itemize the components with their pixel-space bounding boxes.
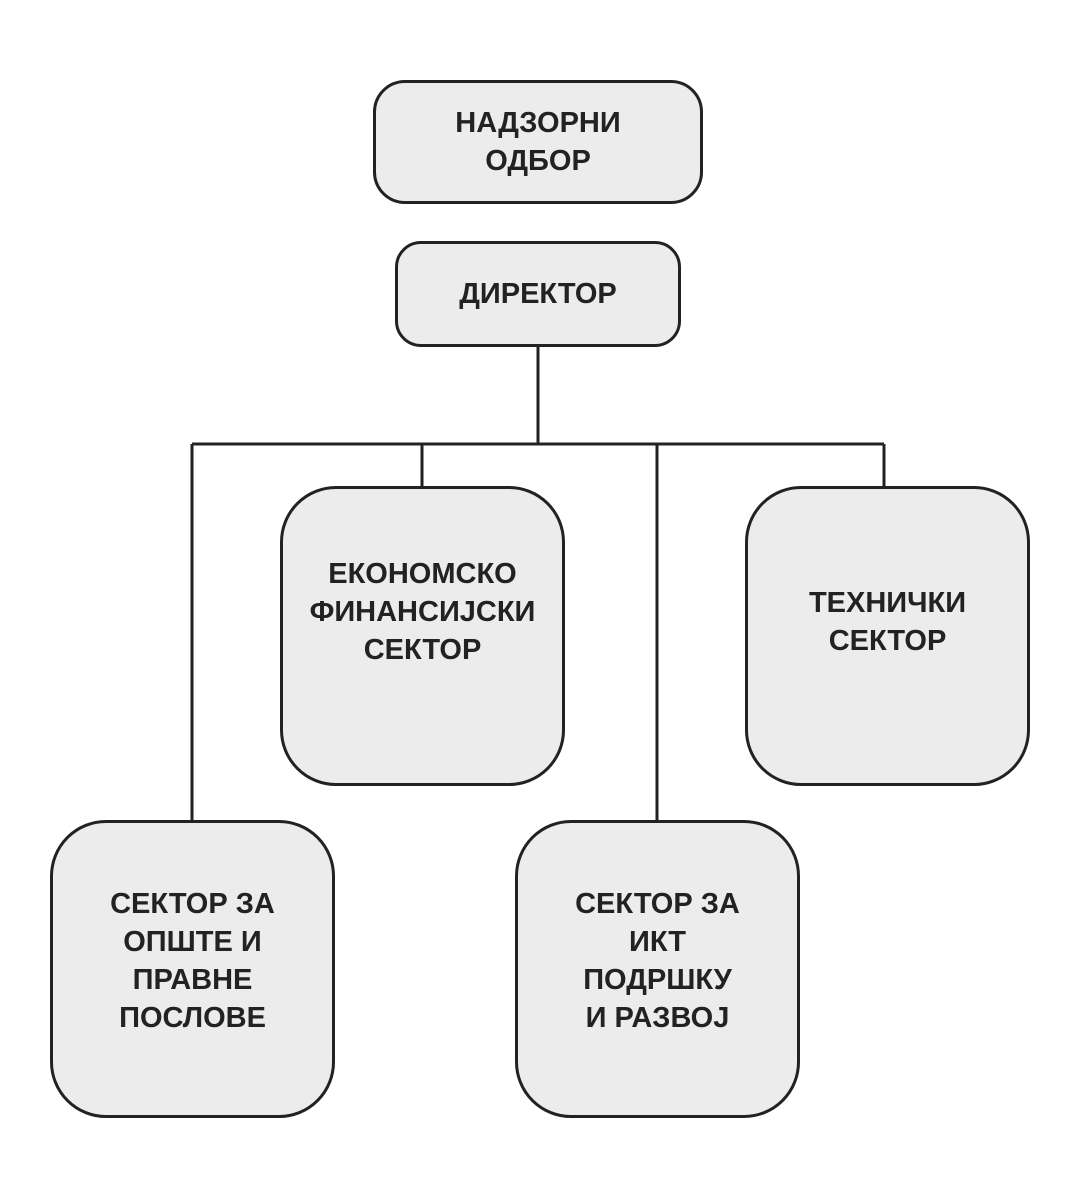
node-label: НАДЗОРНИ [455, 107, 621, 139]
node-ict-sector: СЕКТОР ЗА ИКТ ПОДРШКУ И РАЗВОЈ [515, 820, 800, 1118]
node-label: ПОСЛОВЕ [119, 1002, 266, 1034]
node-label: СЕКТОР [828, 625, 947, 657]
node-label: СЕКТОР ЗА [575, 888, 740, 920]
node-director: ДИРЕКТОР [395, 241, 681, 347]
node-general-legal-sector: СЕКТОР ЗА ОПШТЕ И ПРАВНЕ ПОСЛОВЕ [50, 820, 335, 1118]
node-label: ДИРЕКТОР [459, 278, 617, 310]
node-label: ОПШТЕ И [123, 926, 262, 958]
node-label: СЕКТОР [363, 634, 482, 666]
node-label: ПРАВНЕ [132, 964, 253, 996]
node-label: И РАЗВОЈ [585, 1002, 730, 1034]
node-label: ТЕХНИЧКИ [808, 587, 967, 619]
node-supervisory-board: НАДЗОРНИ ОДБОР [373, 80, 703, 204]
node-label: ЕКОНОМСКО [328, 558, 517, 590]
node-label: ОДБОР [485, 145, 591, 177]
node-label: ИКТ [629, 926, 686, 958]
node-economic-financial-sector: ЕКОНОМСКО ФИНАНСИЈСКИ ФИНАНСИЈСКИ СЕКТОР [280, 486, 565, 786]
node-label: ФИНАНСИЈСКИ [309, 596, 536, 628]
node-label: ПОДРШКУ [583, 964, 732, 996]
node-technical-sector: ТЕХНИЧКИ СЕКТОР [745, 486, 1030, 786]
node-label: СЕКТОР ЗА [110, 888, 275, 920]
